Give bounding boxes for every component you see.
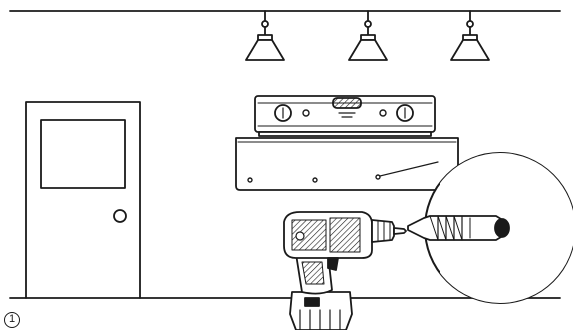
shelf-bracket-icon [235, 137, 459, 191]
door-icon [25, 101, 141, 299]
step-number-badge: 1 [4, 312, 20, 328]
detail-pointer [379, 161, 439, 177]
cordless-drill-icon [283, 211, 407, 330]
pendant-lamp-icon [348, 10, 388, 61]
pendant-lamp-icon [450, 10, 490, 61]
pendant-lamp-icon [245, 10, 285, 61]
wall-anchor-icon [407, 215, 510, 241]
spirit-level-icon [254, 95, 436, 137]
magnifier-detail-icon [407, 152, 573, 304]
